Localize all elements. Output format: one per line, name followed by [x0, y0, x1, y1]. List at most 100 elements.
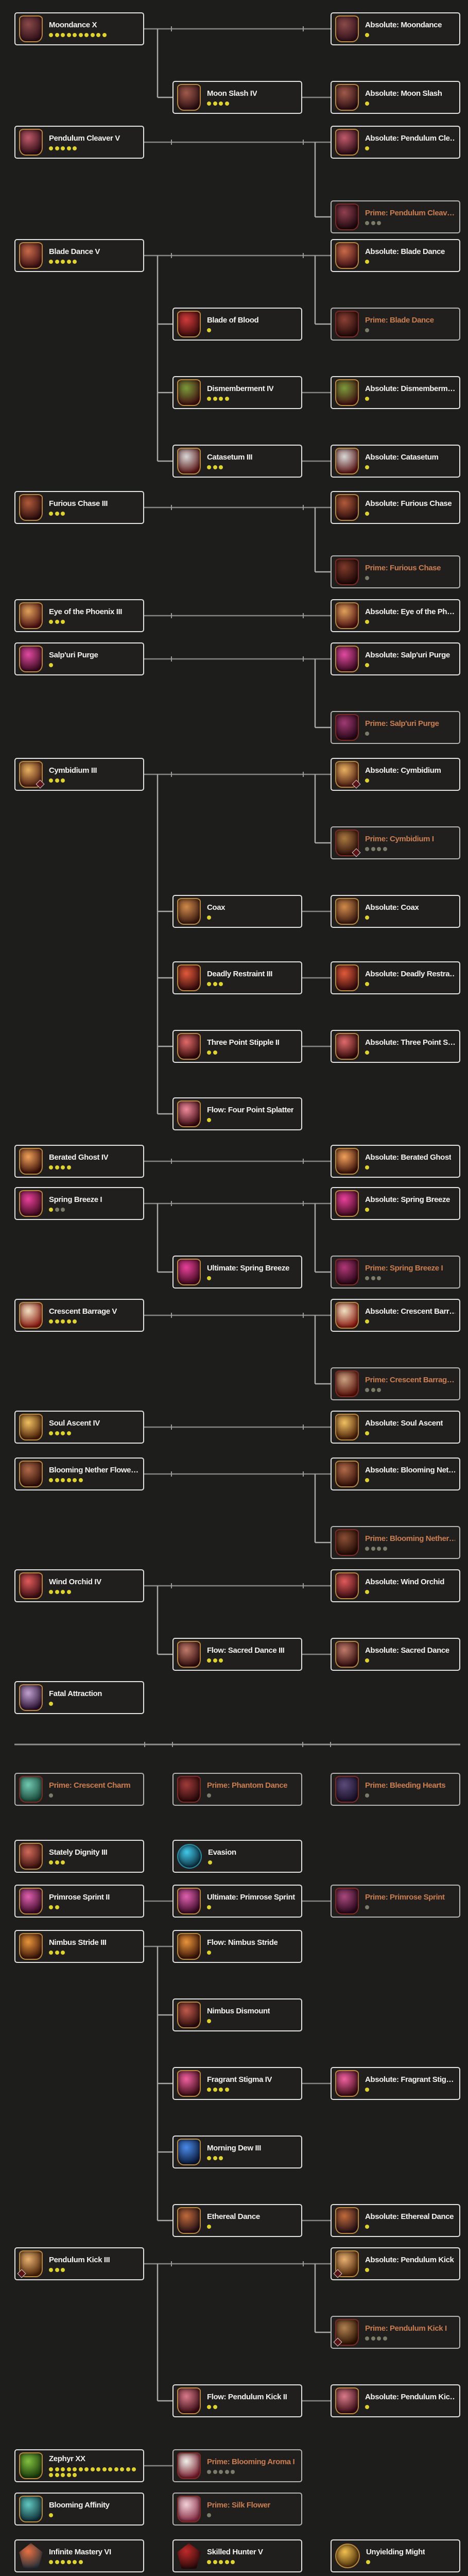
- skill-node-cymbidium-iii[interactable]: Cymbidium III: [14, 758, 144, 791]
- skill-node-absolute-soul-ascent[interactable]: Absolute: Soul Ascent: [331, 1411, 460, 1444]
- skill-node-absolute-sacred-dance[interactable]: Absolute: Sacred Dance: [331, 1638, 460, 1671]
- skill-node-skilled-hunter-v[interactable]: Skilled Hunter V: [172, 2539, 302, 2572]
- skill-node-blooming-nether-flower[interactable]: Blooming Nether Flowe…: [14, 1458, 144, 1490]
- pendulum-kick-iii-icon: [17, 2250, 43, 2278]
- skill-node-prime-silk-flower[interactable]: Prime: Silk Flower: [172, 2493, 302, 2526]
- absolute-soul-ascent-rank-dots: [365, 1431, 443, 1436]
- absolute-sacred-dance-icon: [335, 1641, 359, 1668]
- skill-node-absolute-wind-orchid[interactable]: Absolute: Wind Orchid: [331, 1569, 460, 1602]
- skill-node-stately-dignity-iii[interactable]: Stately Dignity III: [14, 1840, 144, 1873]
- skill-node-soul-ascent-iv[interactable]: Soul Ascent IV: [14, 1411, 144, 1444]
- skill-node-ethereal-dance[interactable]: Ethereal Dance: [172, 2204, 302, 2237]
- skill-node-morning-dew-iii[interactable]: Morning Dew III: [172, 2136, 302, 2168]
- skill-node-prime-spring-breeze-i[interactable]: Prime: Spring Breeze I: [331, 1256, 460, 1289]
- skill-node-moon-slash-iv[interactable]: Moon Slash IV: [172, 81, 302, 114]
- absolute-pendulum-kick-icon: [333, 2250, 359, 2278]
- skill-node-fatal-attraction[interactable]: Fatal Attraction: [14, 1681, 144, 1714]
- blade-dance-v-rank-dots: [49, 260, 100, 264]
- zephyr-xx-icon: [19, 2452, 43, 2479]
- skill-node-prime-bleeding-hearts[interactable]: Prime: Bleeding Hearts: [331, 1773, 460, 1806]
- skill-node-absolute-moondance[interactable]: Absolute: Moondance: [331, 12, 460, 45]
- skill-node-salpuri-purge[interactable]: Salp'uri Purge: [14, 642, 144, 675]
- nimbus-stride-iii-rank-dots: [49, 1951, 107, 1955]
- skill-node-prime-salpuri-purge[interactable]: Prime: Salp'uri Purge: [331, 711, 460, 744]
- skill-node-nimbus-dismount[interactable]: Nimbus Dismount: [172, 1998, 302, 2031]
- skill-node-dismemberment-iv[interactable]: Dismemberment IV: [172, 376, 302, 409]
- skill-node-deadly-restraint-iii[interactable]: Deadly Restraint III: [172, 961, 302, 994]
- skill-node-ultimate-primrose-sprint[interactable]: Ultimate: Primrose Sprint: [172, 1885, 302, 1918]
- skill-node-blooming-affinity[interactable]: Blooming Affinity: [14, 2493, 144, 2526]
- skill-node-prime-pendulum-cleaver[interactable]: Prime: Pendulum Cleav…: [331, 200, 460, 233]
- skill-node-unyielding-might[interactable]: Unyielding Might: [331, 2539, 460, 2572]
- skill-node-absolute-fragrant-stigma[interactable]: Absolute: Fragrant Stig…: [331, 2067, 460, 2100]
- fragrant-stigma-iv-label: Fragrant Stigma IV: [207, 2075, 272, 2084]
- skill-node-absolute-berated-ghost[interactable]: Absolute: Berated Ghost: [331, 1145, 460, 1178]
- skill-node-catasetum-iii[interactable]: Catasetum III: [172, 445, 302, 478]
- skill-node-prime-phantom-dance[interactable]: Prime: Phantom Dance: [172, 1773, 302, 1806]
- skill-node-absolute-three-point-stipple[interactable]: Absolute: Three Point S…: [331, 1030, 460, 1063]
- skill-node-berated-ghost-iv[interactable]: Berated Ghost IV: [14, 1145, 144, 1178]
- skill-node-prime-pendulum-kick-i[interactable]: Prime: Pendulum Kick I: [331, 2316, 460, 2349]
- skill-node-absolute-blooming-nether-flower[interactable]: Absolute: Blooming Net…: [331, 1458, 460, 1490]
- skill-node-absolute-cymbidium[interactable]: Absolute: Cymbidium: [331, 758, 460, 791]
- skill-node-spring-breeze-i[interactable]: Spring Breeze I: [14, 1187, 144, 1220]
- skill-node-absolute-pendulum-kick-2[interactable]: Absolute: Pendulum Kic…: [331, 2384, 460, 2417]
- skill-node-absolute-moon-slash[interactable]: Absolute: Moon Slash: [331, 81, 460, 114]
- pendulum-cleaver-v-label: Pendulum Cleaver V: [49, 133, 120, 143]
- skill-node-blade-of-blood[interactable]: Blade of Blood: [172, 308, 302, 341]
- skill-node-crescent-barrage-v[interactable]: Crescent Barrage V: [14, 1299, 144, 1332]
- skill-node-eye-of-the-phoenix-iii[interactable]: Eye of the Phoenix III: [14, 599, 144, 632]
- skill-node-prime-blooming-aroma-i[interactable]: Prime: Blooming Aroma I: [172, 2449, 302, 2482]
- skill-node-ultimate-spring-breeze[interactable]: Ultimate: Spring Breeze: [172, 1256, 302, 1289]
- prime-blooming-aroma-i-label: Prime: Blooming Aroma I: [207, 2457, 295, 2466]
- skill-node-blade-dance-v[interactable]: Blade Dance V: [14, 239, 144, 272]
- skill-node-prime-cymbidium-i[interactable]: Prime: Cymbidium I: [331, 826, 460, 859]
- berated-ghost-iv-rank-dots: [49, 1165, 108, 1170]
- skill-node-fragrant-stigma-iv[interactable]: Fragrant Stigma IV: [172, 2067, 302, 2100]
- skill-node-prime-blade-dance[interactable]: Prime: Blade Dance: [331, 308, 460, 341]
- skill-node-moondance-x[interactable]: Moondance X: [14, 12, 144, 45]
- skill-node-absolute-deadly-restraint[interactable]: Absolute: Deadly Restra…: [331, 961, 460, 994]
- fatal-attraction-icon: [19, 1684, 43, 1711]
- skill-node-pendulum-kick-iii[interactable]: Pendulum Kick III: [14, 2247, 144, 2280]
- skill-node-absolute-blade-dance[interactable]: Absolute: Blade Dance: [331, 239, 460, 272]
- skill-node-prime-crescent-charm[interactable]: Prime: Crescent Charm: [14, 1773, 144, 1806]
- skill-node-prime-blooming-nether-flower[interactable]: Prime: Blooming Nether…: [331, 1526, 460, 1559]
- skill-node-primrose-sprint-ii[interactable]: Primrose Sprint II: [14, 1885, 144, 1918]
- absolute-furious-chase-icon: [335, 494, 359, 521]
- skill-node-absolute-ethereal-dance[interactable]: Absolute: Ethereal Dance: [331, 2204, 460, 2237]
- skill-node-absolute-furious-chase[interactable]: Absolute: Furious Chase: [331, 491, 460, 524]
- skill-node-flow-pendulum-kick-ii[interactable]: Flow: Pendulum Kick II: [172, 2384, 302, 2417]
- skill-node-flow-four-point-splatter[interactable]: Flow: Four Point Splatter: [172, 1097, 302, 1130]
- skill-node-flow-nimbus-stride[interactable]: Flow: Nimbus Stride: [172, 1930, 302, 1963]
- skill-node-wind-orchid-iv[interactable]: Wind Orchid IV: [14, 1569, 144, 1602]
- berated-ghost-iv-label: Berated Ghost IV: [49, 1153, 109, 1162]
- skill-node-coax[interactable]: Coax: [172, 895, 302, 928]
- skill-node-absolute-eye-of-the-phoenix[interactable]: Absolute: Eye of the Ph…: [331, 599, 460, 632]
- ultimate-primrose-sprint-icon: [177, 1888, 201, 1914]
- skill-node-evasion[interactable]: Evasion: [172, 1840, 302, 1873]
- skill-node-absolute-spring-breeze[interactable]: Absolute: Spring Breeze: [331, 1187, 460, 1220]
- skill-node-absolute-catasetum[interactable]: Absolute: Catasetum: [331, 445, 460, 478]
- absolute-three-point-stipple-rank-dots: [365, 1050, 455, 1055]
- skill-node-prime-crescent-barrage[interactable]: Prime: Crescent Barrag…: [331, 1367, 460, 1400]
- skill-node-infinite-mastery-vi[interactable]: Infinite Mastery VI: [14, 2539, 144, 2572]
- skill-node-pendulum-cleaver-v[interactable]: Pendulum Cleaver V: [14, 126, 144, 159]
- skill-node-absolute-pendulum-kick[interactable]: Absolute: Pendulum Kick: [331, 2247, 460, 2280]
- ultimate-spring-breeze-icon: [177, 1259, 201, 1285]
- skill-node-flow-sacred-dance-iii[interactable]: Flow: Sacred Dance III: [172, 1638, 302, 1671]
- skill-node-nimbus-stride-iii[interactable]: Nimbus Stride III: [14, 1930, 144, 1963]
- skill-node-three-point-stipple-ii[interactable]: Three Point Stipple II: [172, 1030, 302, 1063]
- skill-node-absolute-crescent-barrage[interactable]: Absolute: Crescent Barr…: [331, 1299, 460, 1332]
- skill-node-furious-chase-iii[interactable]: Furious Chase III: [14, 491, 144, 524]
- skill-node-absolute-salpuri-purge[interactable]: Absolute: Salp'uri Purge: [331, 642, 460, 675]
- skill-node-absolute-pendulum-cleaver[interactable]: Absolute: Pendulum Cle…: [331, 126, 460, 159]
- prime-furious-chase-rank-dots: [365, 576, 441, 581]
- skill-node-prime-primrose-sprint[interactable]: Prime: Primrose Sprint: [331, 1885, 460, 1918]
- skill-node-absolute-coax[interactable]: Absolute: Coax: [331, 895, 460, 928]
- skill-node-absolute-dismemberment[interactable]: Absolute: Dismemberm…: [331, 376, 460, 409]
- skill-node-prime-furious-chase[interactable]: Prime: Furious Chase: [331, 555, 460, 588]
- skill-node-zephyr-xx[interactable]: Zephyr XX: [14, 2449, 144, 2482]
